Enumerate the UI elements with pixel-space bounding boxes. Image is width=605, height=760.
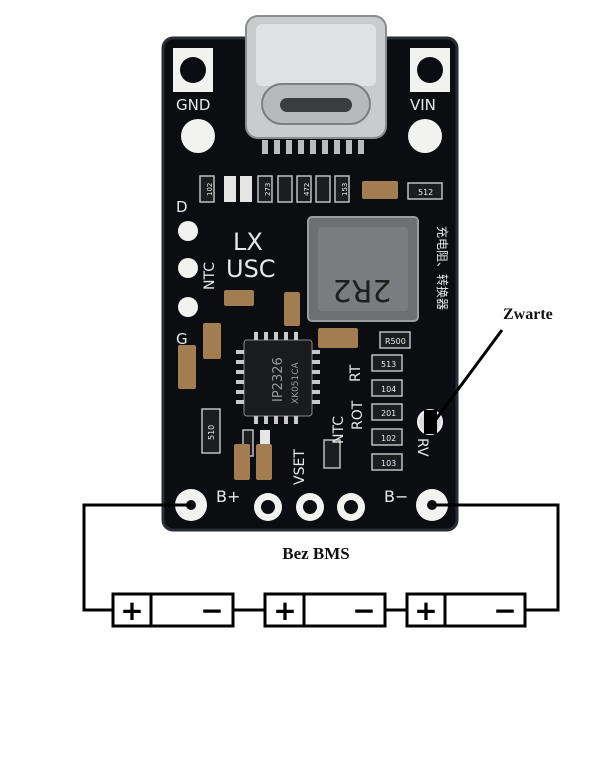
pad-vin [408,119,442,153]
pad-vin-top [410,48,450,92]
usb-c-connector [245,15,387,154]
pad-bottom-3-hole [344,500,358,514]
label-gnd: GND [176,96,210,114]
pad-gnd [181,119,215,153]
res-label-513: 513 [381,360,396,369]
capacitor-top [362,181,398,199]
res-label-153: 153 [341,183,349,196]
pad-d [178,221,198,241]
resistor-below-3 [323,439,341,469]
label-rot: ROT [350,400,366,430]
res-label-472: 472 [303,183,311,196]
right-resistor-ladder [318,328,411,471]
label-vset: VSET [292,449,308,485]
res-label-104: 104 [381,385,396,394]
label-vin: VIN [410,96,436,114]
jumper-arrow [429,329,504,427]
label-ntc-right: NTC [331,416,347,444]
pad-bottom-1-hole [261,500,275,514]
label-rt: RT [348,364,364,382]
jumper-marker [424,410,437,434]
battery-cell-2: + − [263,592,387,628]
top-resistor-row [199,175,350,203]
inductor-2r2 [307,216,419,322]
capacitor-below-1 [234,444,250,480]
capacitor-left-3 [203,323,221,359]
res-label-102-top: 102 [206,183,214,196]
label-b-minus: B− [384,487,408,506]
cell-3-minus: − [493,594,516,627]
label-lx: LX [233,228,263,256]
label-rv: RV [414,438,430,457]
cell-3-plus: + [414,594,437,627]
label-usc: USC [226,255,276,283]
label-b-plus: B+ [216,487,240,506]
chinese-silkscreen: 充电阻、转换器 [435,226,450,310]
inductor-label: 2R2 [332,272,391,307]
label-ntc-left: NTC [202,262,218,290]
smd-below-2 [260,430,270,456]
res-label-273: 273 [264,183,272,196]
res-label-510: 510 [207,425,216,440]
res-label-r500: R500 [385,337,406,346]
ic-ip2326 [236,332,320,424]
pad-gnd-top [173,48,213,92]
ic-label-line1: IP2326 [271,357,286,402]
res-label-103: 103 [381,459,396,468]
battery-cell-3: + − [405,592,527,628]
capacitor-left-1 [224,290,254,306]
res-label-201: 201 [381,409,396,418]
pad-bottom-2-hole [303,500,317,514]
capacitor-below-2 [256,444,272,480]
label-g: G [176,330,188,348]
label-d: D [176,198,188,216]
resistor-512 [407,182,443,200]
res-label-102: 102 [381,434,396,443]
resistor-510 [201,408,221,454]
no-bms-label: Bez BMS [282,544,350,563]
cell-1-plus: + [120,594,143,627]
cell-1-minus: − [200,594,223,627]
pad-ntc-left [178,258,198,278]
pad-g [178,297,198,317]
cell-2-plus: + [273,594,296,627]
cell-2-minus: − [352,594,375,627]
battery-wires [82,503,560,612]
ic-label-line2: XK051CA [291,361,301,404]
capacitor-left-2 [284,292,300,326]
jumper-label: Zwarte [503,306,553,323]
res-label-512: 512 [418,188,433,197]
battery-cell-1: + − [111,592,235,628]
capacitor-left-4 [178,345,196,389]
